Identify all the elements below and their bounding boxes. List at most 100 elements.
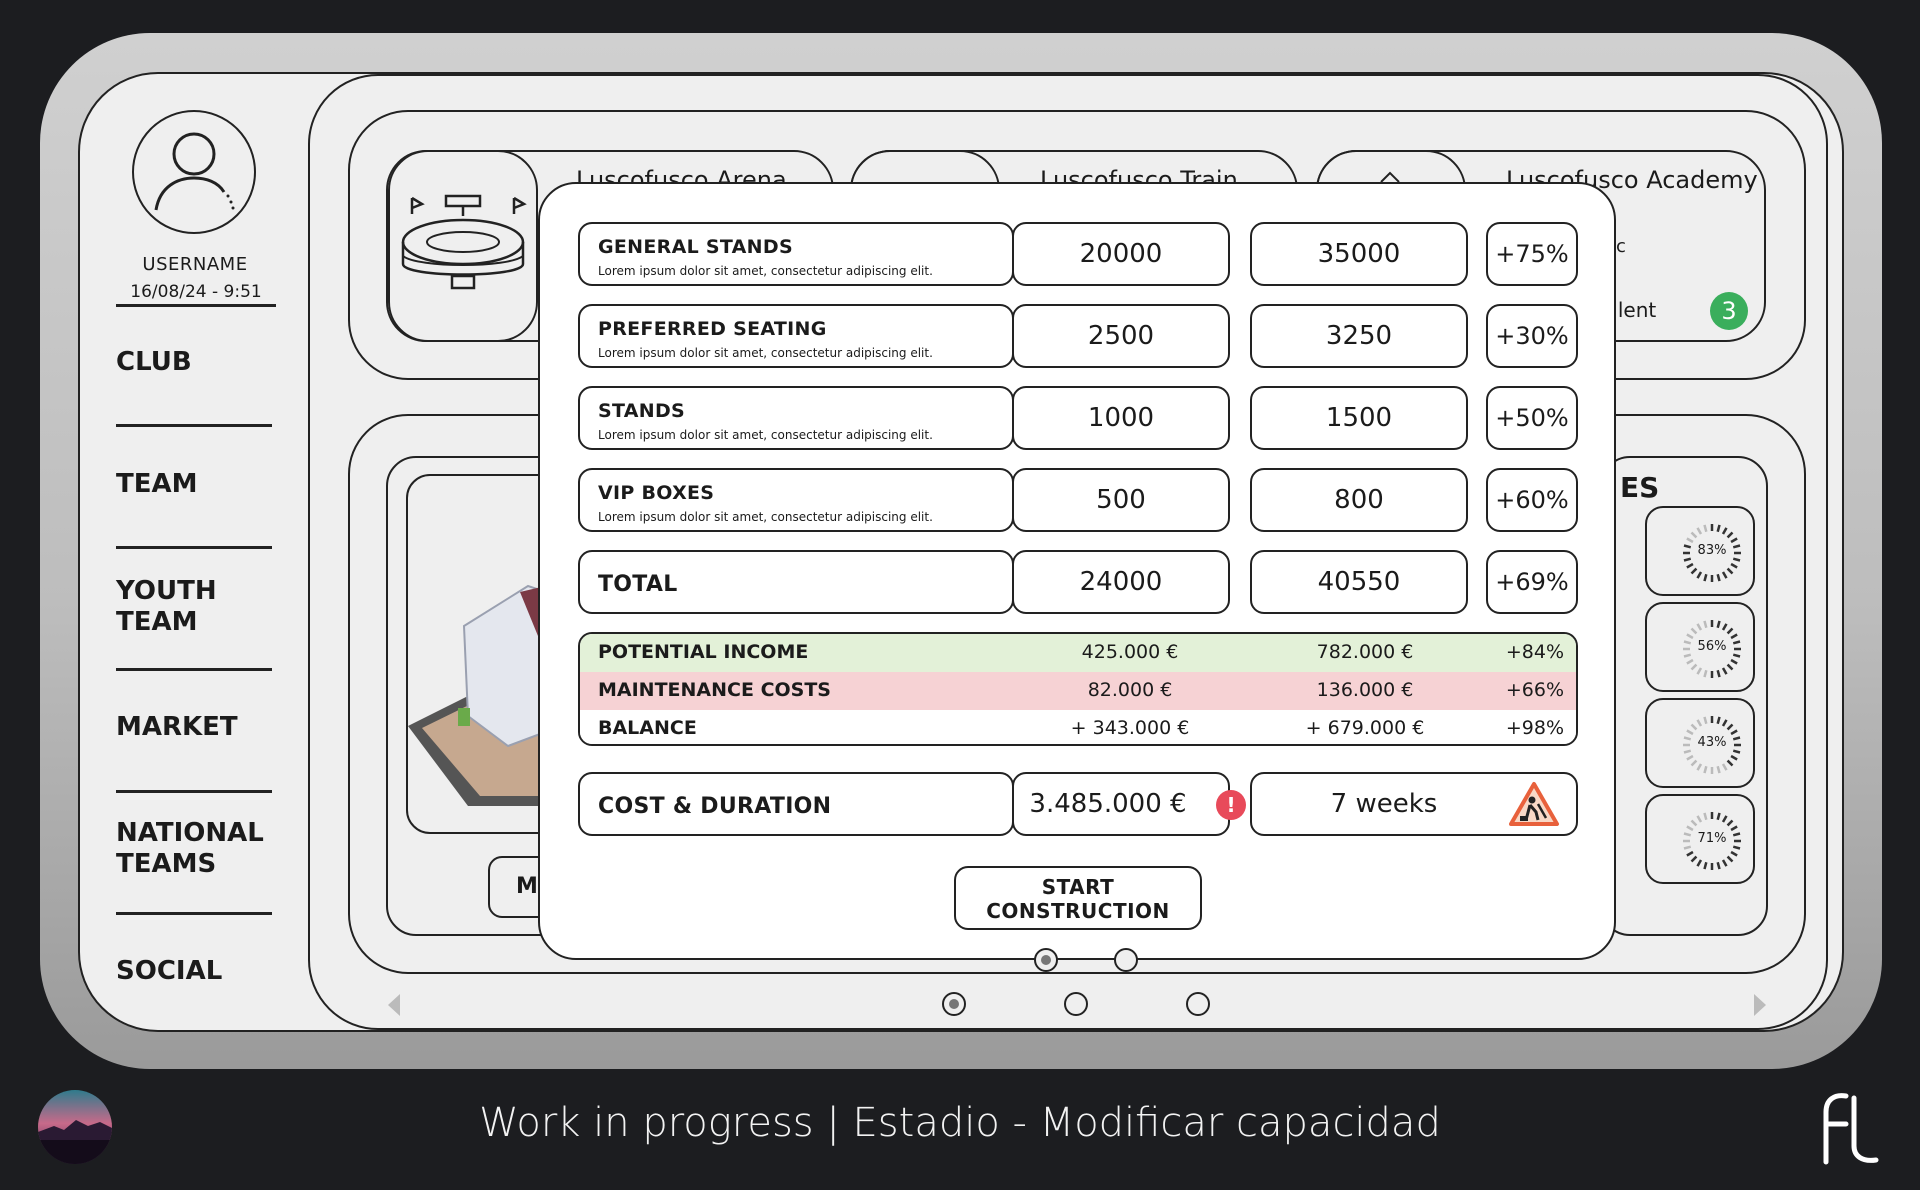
progress-tick xyxy=(1721,719,1728,727)
finance-change: +98% xyxy=(1505,717,1564,739)
user-icon xyxy=(154,132,235,211)
page-dot-1[interactable] xyxy=(942,992,966,1016)
row-general-stands: GENERAL STANDS Lorem ipsum dolor sit ame… xyxy=(578,222,1014,286)
progress-tick xyxy=(1730,754,1738,761)
cost-amount: 3.485.000 € xyxy=(1012,772,1230,836)
finance-table: POTENTIAL INCOME 425.000 € 782.000 € +84… xyxy=(578,632,1578,746)
progress-tick xyxy=(1716,620,1721,629)
progress-tick xyxy=(1726,759,1734,767)
nav-youth-team[interactable]: YOUTH TEAM xyxy=(116,576,217,637)
progress-tick xyxy=(1683,544,1692,549)
row-subtitle: Lorem ipsum dolor sit amet, consectetur … xyxy=(598,346,933,360)
progress-ring xyxy=(1683,716,1741,774)
nav-national-teams[interactable]: NATIONAL TEAMS xyxy=(116,818,264,879)
current-value: 500 xyxy=(1012,468,1230,532)
progress-tick xyxy=(1686,633,1694,640)
start-construction-button[interactable]: START CONSTRUCTION xyxy=(954,866,1202,930)
progress-tick xyxy=(1696,815,1703,823)
page-dot-3[interactable] xyxy=(1186,992,1210,1016)
progress-tick xyxy=(1726,567,1734,575)
progress-tick xyxy=(1732,832,1741,837)
progress-tick xyxy=(1716,765,1721,774)
nav-market[interactable]: MARKET xyxy=(116,712,238,742)
progress-label: 43% xyxy=(1697,735,1727,750)
progress-tick xyxy=(1690,723,1698,731)
row-title: COST & DURATION xyxy=(598,794,832,819)
nav-divider xyxy=(116,668,272,671)
current-value: 2500 xyxy=(1012,304,1230,368)
progress-ring xyxy=(1683,620,1741,678)
progress-tick xyxy=(1696,623,1703,631)
page-dot-2[interactable] xyxy=(1064,992,1088,1016)
progress-tick xyxy=(1703,812,1708,821)
progress-tick xyxy=(1730,825,1738,832)
progress-tick xyxy=(1730,850,1738,857)
progress-tick xyxy=(1686,754,1694,761)
arrow-left-icon[interactable] xyxy=(386,992,402,1018)
arrow-right-icon[interactable] xyxy=(1752,992,1768,1018)
stat-box: 71% xyxy=(1645,794,1755,884)
progress-tick xyxy=(1690,531,1698,539)
user-avatar[interactable] xyxy=(132,110,256,234)
row-title: GENERAL STANDS xyxy=(598,236,793,258)
nav-divider xyxy=(116,790,272,793)
progress-tick xyxy=(1690,819,1698,827)
progress-tick xyxy=(1716,524,1721,533)
stadium-icon xyxy=(401,194,527,290)
new-value-input[interactable]: 35000 xyxy=(1250,222,1468,286)
arena-thumbnail xyxy=(388,150,538,342)
finance-current: + 343.000 € xyxy=(1070,717,1190,739)
nav-social[interactable]: SOCIAL xyxy=(116,956,223,986)
finance-label: MAINTENANCE COSTS xyxy=(598,679,831,701)
new-value-input[interactable]: 800 xyxy=(1250,468,1468,532)
row-vip-boxes: VIP BOXES Lorem ipsum dolor sit amet, co… xyxy=(578,468,1014,532)
finance-new: 136.000 € xyxy=(1316,679,1414,701)
footer-caption: Work in progress | Estadio - Modificar c… xyxy=(479,1100,1441,1146)
modal-page-dot-1[interactable] xyxy=(1034,948,1058,972)
change-percent: +50% xyxy=(1486,386,1578,450)
finance-row-balance: BALANCE + 343.000 € + 679.000 € +98% xyxy=(580,710,1576,744)
row-stands: STANDS Lorem ipsum dolor sit amet, conse… xyxy=(578,386,1014,450)
change-percent: +60% xyxy=(1486,468,1578,532)
progress-tick xyxy=(1726,531,1734,539)
new-value-input[interactable]: 3250 xyxy=(1250,304,1468,368)
row-title: TOTAL xyxy=(598,572,678,597)
stat-box: 43% xyxy=(1645,698,1755,788)
progress-tick xyxy=(1703,573,1708,582)
alert-icon[interactable]: ! xyxy=(1216,790,1246,820)
progress-tick xyxy=(1696,859,1703,867)
progress-tick xyxy=(1690,627,1698,635)
new-value-input[interactable]: 1500 xyxy=(1250,386,1468,450)
stat-box: 56% xyxy=(1645,602,1755,692)
progress-tick xyxy=(1686,562,1694,569)
finance-current: 425.000 € xyxy=(1081,641,1179,663)
progress-tick xyxy=(1716,812,1721,821)
progress-tick xyxy=(1716,716,1721,725)
progress-tick xyxy=(1686,850,1694,857)
total-new: 40550 xyxy=(1250,550,1468,614)
progress-tick xyxy=(1732,845,1741,850)
progress-tick xyxy=(1721,763,1728,771)
progress-tick xyxy=(1721,859,1728,867)
finance-label: POTENTIAL INCOME xyxy=(598,641,809,663)
progress-tick xyxy=(1686,825,1694,832)
progress-tick xyxy=(1726,663,1734,671)
progress-tick xyxy=(1716,861,1721,870)
nav-club[interactable]: CLUB xyxy=(116,347,192,377)
finance-change: +66% xyxy=(1505,679,1564,701)
progress-tick xyxy=(1696,763,1703,771)
progress-tick xyxy=(1703,669,1708,678)
start-button-line1: START xyxy=(1041,875,1115,899)
current-value: 1000 xyxy=(1012,386,1230,450)
app-screen: USERNAME 16/08/24 - 9:51 CLUB TEAM YOUTH… xyxy=(78,72,1844,1032)
progress-tick xyxy=(1683,640,1692,645)
stats-panel-title: ES xyxy=(1620,471,1660,504)
current-value: 20000 xyxy=(1012,222,1230,286)
progress-tick xyxy=(1703,765,1708,774)
modal-page-dot-2[interactable] xyxy=(1114,948,1138,972)
progress-tick xyxy=(1721,815,1728,823)
finance-new: + 679.000 € xyxy=(1305,717,1425,739)
finance-row-income: POTENTIAL INCOME 425.000 € 782.000 € +84… xyxy=(580,634,1576,672)
nav-team[interactable]: TEAM xyxy=(116,469,198,499)
stat-box: 83% xyxy=(1645,506,1755,596)
